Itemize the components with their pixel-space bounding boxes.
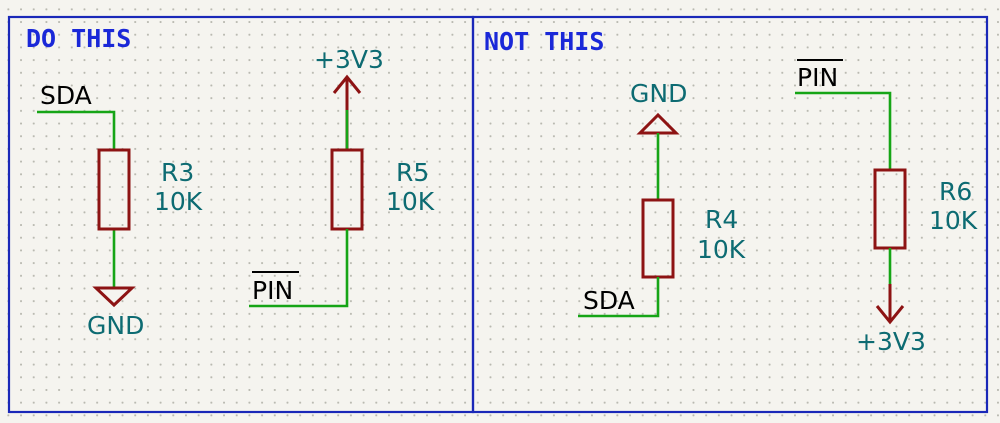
power-label-gnd-r4: GND [630, 79, 687, 108]
r6-value: 10K [929, 206, 978, 235]
r5-value: 10K [386, 187, 435, 216]
r4-circuit: GND SDA R4 10K [578, 79, 746, 318]
power-arrow-r5[interactable] [332, 74, 362, 94]
r4-sda-wire [578, 277, 660, 318]
r4-ref: R4 [705, 205, 738, 234]
r3-circuit: SDA GND R3 10K [37, 81, 203, 340]
r5-circuit: +3V3 PIN R5 10K [249, 45, 435, 308]
panel-right-frame [471, 15, 989, 414]
power-label-3v3-r5: +3V3 [314, 45, 384, 74]
power-arrow-r6[interactable] [875, 305, 905, 325]
net-label-sda-r4: SDA [583, 286, 635, 315]
gnd-symbol-r4[interactable] [636, 112, 680, 135]
resistor-r5[interactable] [330, 148, 364, 231]
r6-pin-wire [795, 91, 892, 170]
net-label-sda-r3: SDA [40, 81, 92, 110]
power-label-gnd-r3: GND [87, 311, 144, 340]
r6-ref: R6 [939, 177, 972, 206]
net-label-pin-r5: PIN [252, 276, 293, 305]
resistor-r4[interactable] [641, 198, 675, 279]
r3-ref: R3 [161, 158, 194, 187]
r4-value: 10K [697, 235, 746, 264]
net-label-pin-r6: PIN [797, 63, 838, 92]
r5-pin-wire [249, 229, 349, 308]
resistor-r6[interactable] [873, 168, 907, 250]
r5-ref: R5 [396, 158, 429, 187]
gnd-symbol-r3[interactable] [92, 286, 136, 308]
r3-sda-wire [37, 110, 116, 150]
resistor-r3[interactable] [97, 148, 131, 231]
r6-circuit: PIN +3V3 R6 10K [795, 59, 978, 356]
r3-value: 10K [154, 187, 203, 216]
panel-right-title: NOT THIS [484, 27, 604, 56]
panel-left-title: DO THIS [26, 24, 131, 53]
power-label-3v3-r6: +3V3 [856, 327, 926, 356]
